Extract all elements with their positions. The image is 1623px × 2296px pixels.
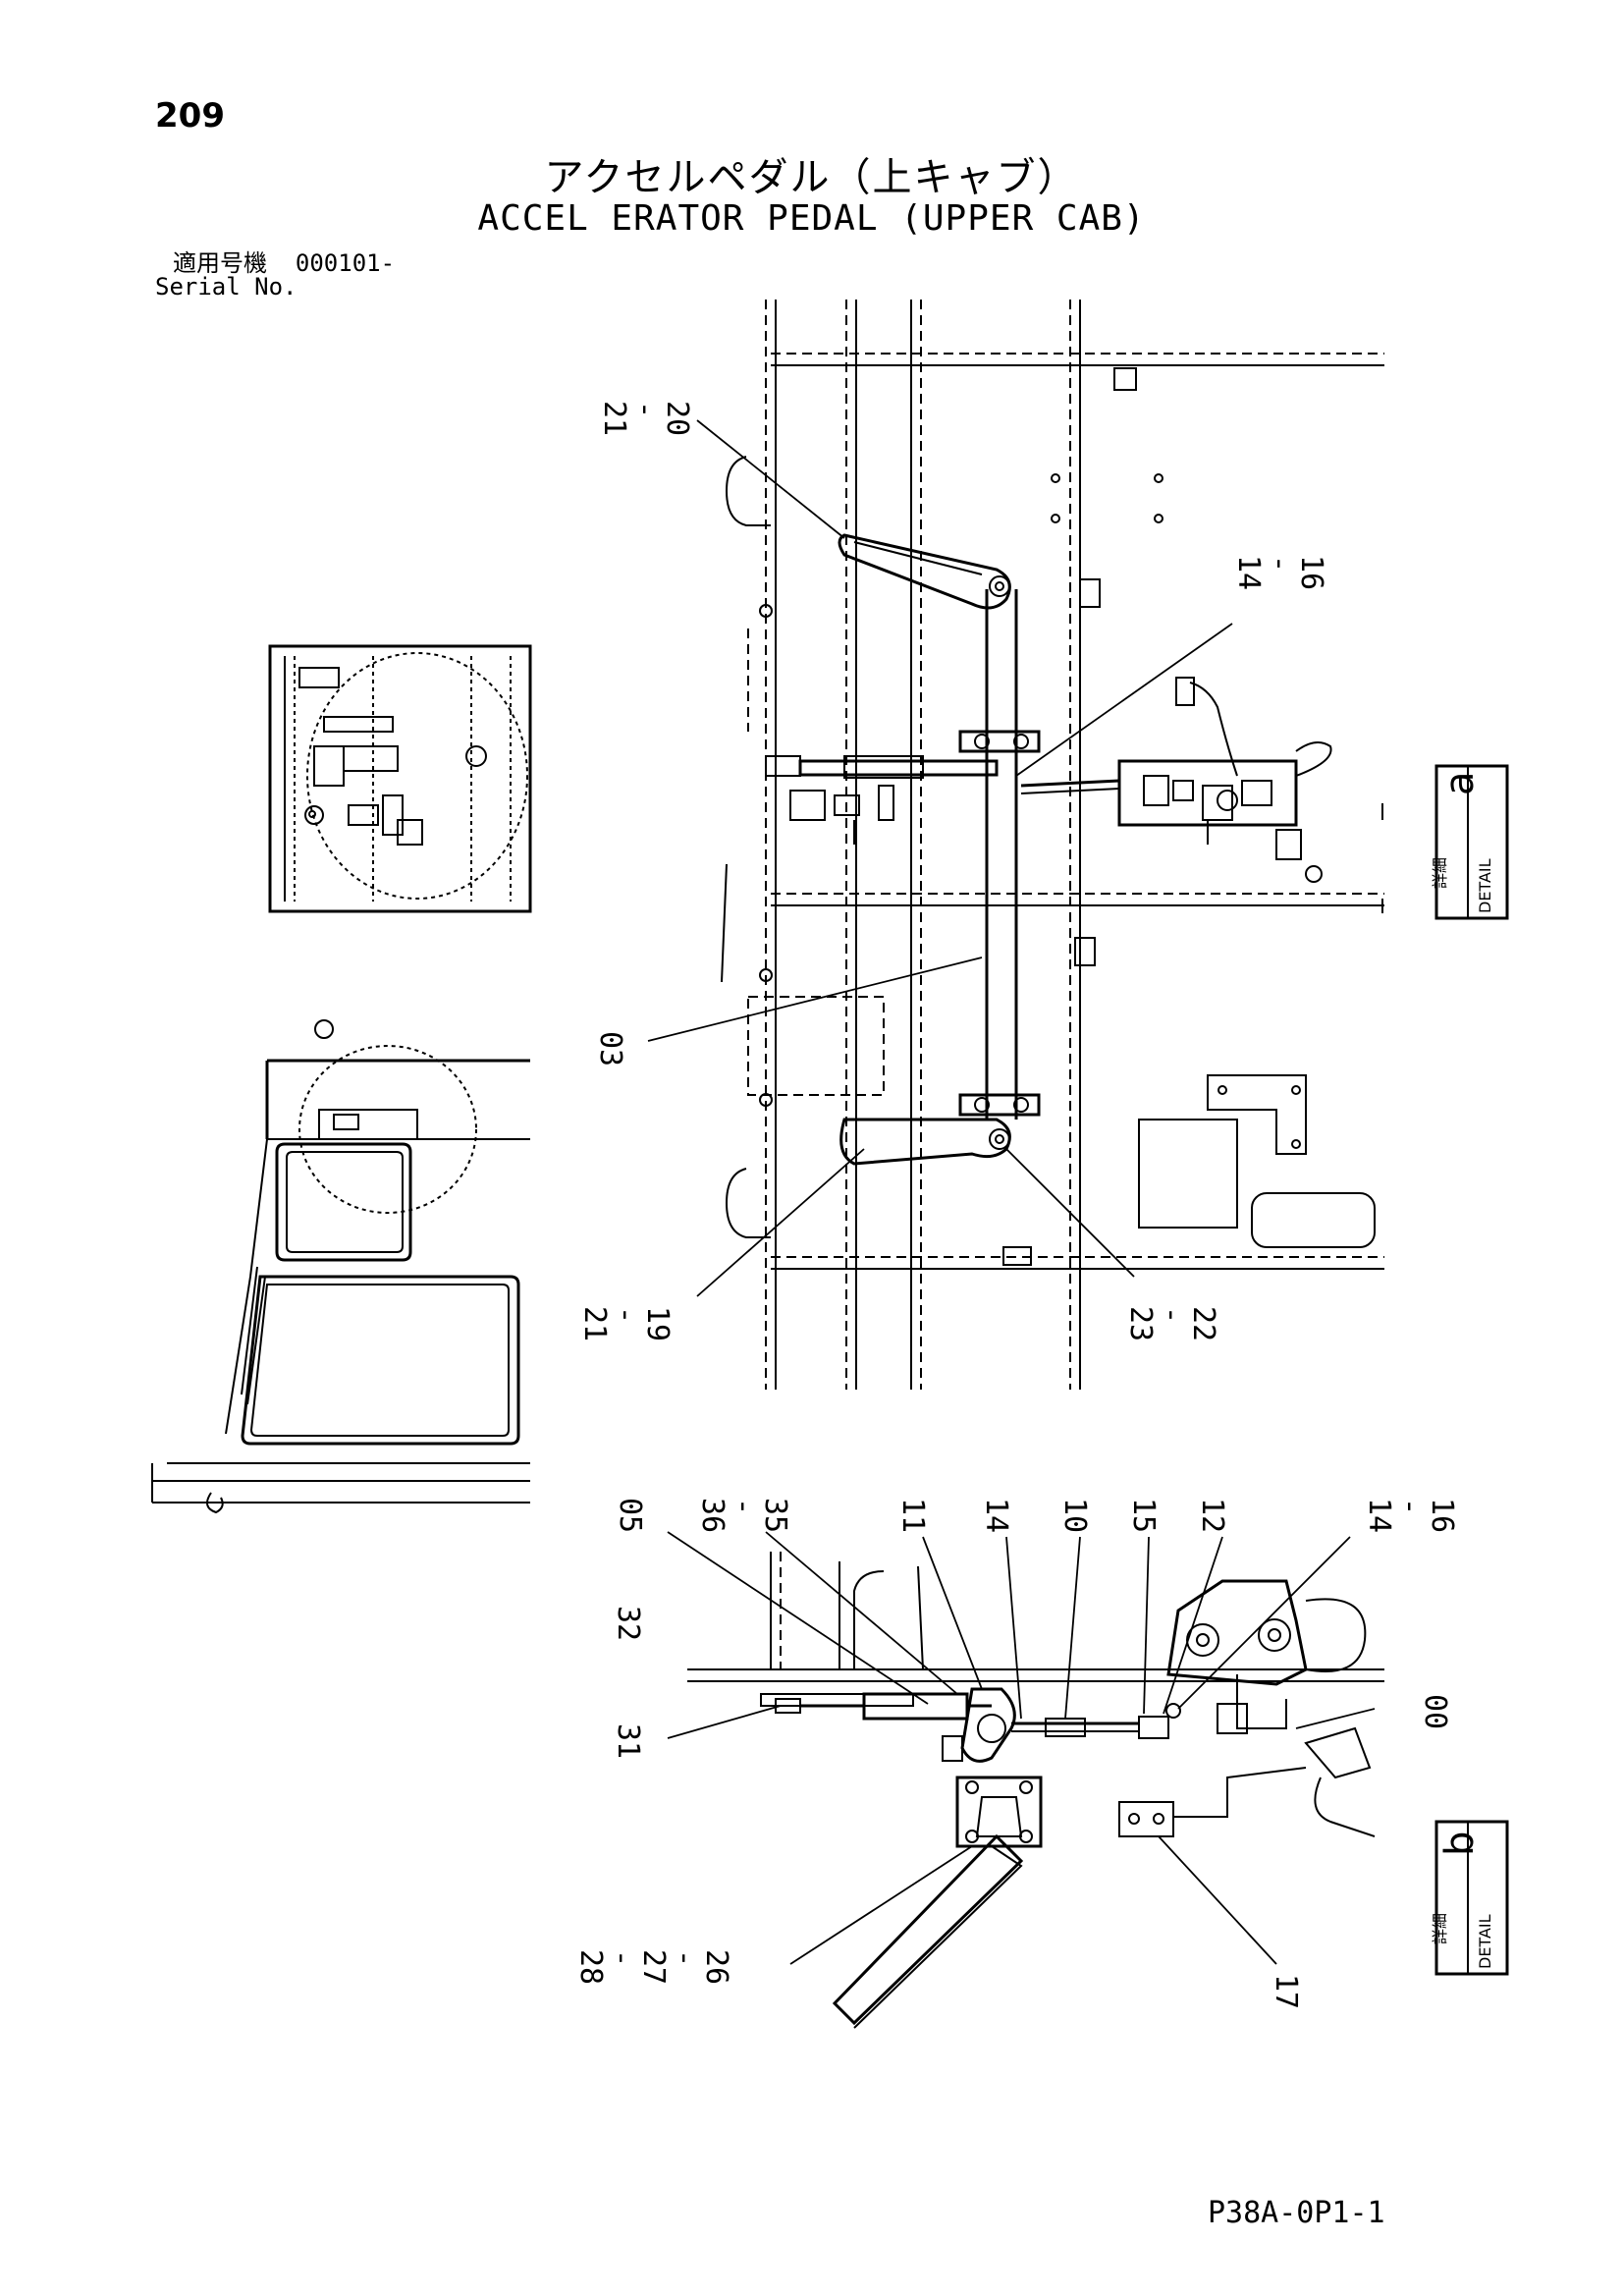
callout-21-lower: 21 bbox=[577, 1306, 612, 1341]
callout-14-c: 14 bbox=[1362, 1498, 1396, 1533]
title-japanese: アクセルペダル（上キャブ） bbox=[544, 155, 1079, 200]
callout-21-top: 21 bbox=[597, 401, 631, 436]
callout-12: 12 bbox=[1195, 1498, 1229, 1533]
serial-label-en: Serial No. bbox=[155, 273, 298, 301]
callout-10: 10 bbox=[1057, 1498, 1092, 1533]
detail-a-letter: a bbox=[1437, 771, 1483, 795]
callout-32: 32 bbox=[611, 1606, 645, 1641]
callout-26: 26 bbox=[699, 1949, 733, 1985]
callout-dash: - bbox=[609, 1306, 643, 1324]
callout-35: 35 bbox=[758, 1498, 792, 1533]
leader-lines bbox=[647, 419, 1376, 1965]
callout-27: 27 bbox=[636, 1949, 671, 1985]
callout-dash: - bbox=[628, 401, 663, 418]
serial-value: 000101- bbox=[295, 249, 396, 277]
callout-20: 20 bbox=[660, 401, 694, 436]
page-number: 209 bbox=[155, 96, 225, 136]
detail-a-en: DETAIL bbox=[1476, 858, 1494, 913]
detail-b-en: DETAIL bbox=[1476, 1914, 1494, 1969]
callout-dash: - bbox=[727, 1498, 761, 1515]
callout-dash: - bbox=[1263, 555, 1297, 573]
detail-b-letter: b bbox=[1437, 1831, 1483, 1856]
detail-a-jp: 詳細 bbox=[1431, 857, 1449, 889]
callout-labels: 21 - 20 14 - 16 03 21 - 19 23 - 22 05 36… bbox=[573, 401, 1459, 2009]
callout-31: 31 bbox=[611, 1723, 645, 1759]
callout-03: 03 bbox=[593, 1031, 627, 1066]
serial-block: 適用号機 000101- Serial No. bbox=[155, 251, 395, 299]
callout-14-b: 14 bbox=[979, 1498, 1013, 1533]
detail-b-view bbox=[687, 1552, 1384, 2029]
callout-28: 28 bbox=[573, 1949, 608, 1985]
detail-b-jp: 詳細 bbox=[1431, 1913, 1449, 1944]
serial-label-jp: 適用号機 bbox=[173, 249, 267, 277]
overview-top-view bbox=[268, 644, 532, 913]
callout-dash: - bbox=[1155, 1306, 1189, 1324]
title-english: ACCEL ERATOR PEDAL (UPPER CAB) bbox=[477, 198, 1146, 239]
callout-17: 17 bbox=[1269, 1974, 1303, 2009]
callout-dash: - bbox=[605, 1949, 639, 1967]
callout-16-top: 16 bbox=[1294, 555, 1328, 590]
callout-36: 36 bbox=[695, 1498, 730, 1533]
detail-a-view bbox=[721, 300, 1384, 1390]
callout-05: 05 bbox=[613, 1498, 647, 1533]
overview-side-view bbox=[151, 1019, 530, 1514]
callout-22: 22 bbox=[1186, 1306, 1220, 1341]
callout-15: 15 bbox=[1126, 1498, 1161, 1533]
callout-dash: - bbox=[1393, 1498, 1428, 1515]
detail-b-box: 詳細 DETAIL b bbox=[1431, 1820, 1509, 1976]
callout-19: 19 bbox=[640, 1306, 675, 1341]
callout-16-b: 16 bbox=[1425, 1498, 1459, 1533]
callout-11: 11 bbox=[895, 1498, 930, 1533]
callout-14-top: 14 bbox=[1231, 555, 1266, 590]
callout-23: 23 bbox=[1123, 1306, 1158, 1341]
callout-dash: - bbox=[668, 1949, 702, 1967]
callout-00: 00 bbox=[1418, 1694, 1452, 1729]
drawing-code: P38A-0P1-1 bbox=[1208, 2196, 1385, 2230]
detail-a-box: 詳細 DETAIL a bbox=[1431, 764, 1509, 920]
